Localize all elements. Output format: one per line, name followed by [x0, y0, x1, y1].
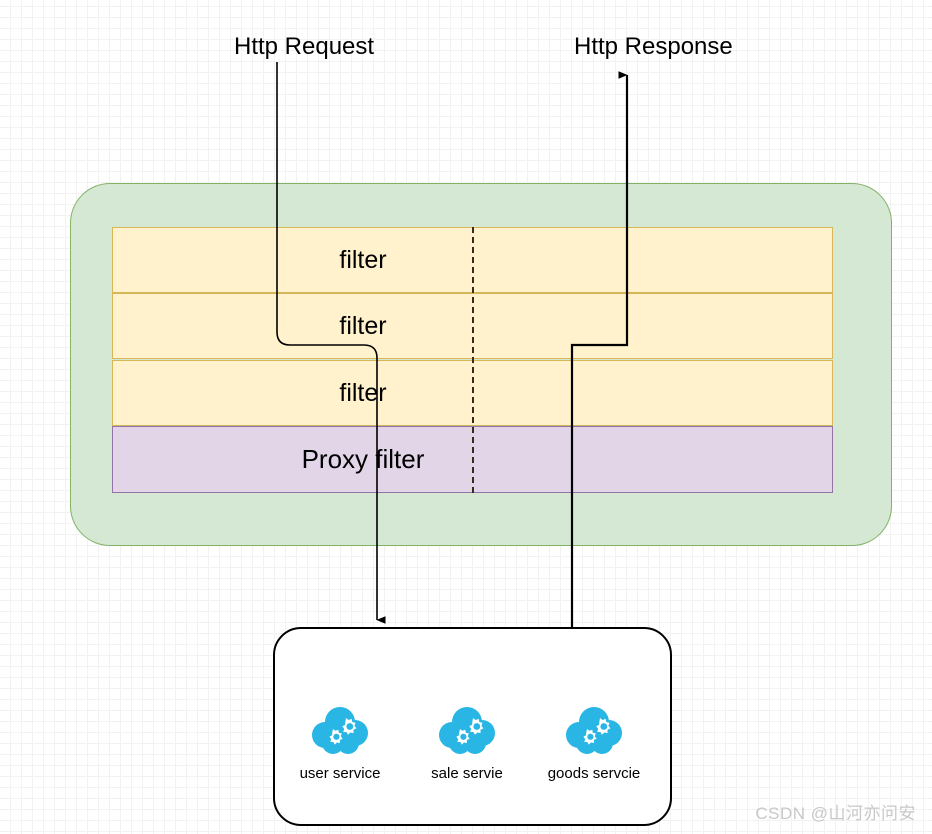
service-sale-label: sale servie: [431, 765, 503, 782]
service-user-label: user service: [299, 765, 381, 782]
cloud-gear-icon: [312, 707, 368, 754]
csdn-watermark: CSDN @山河亦问安: [755, 804, 916, 823]
services-box: user service sale servie: [273, 627, 672, 826]
service-goods[interactable]: goods servcie: [524, 705, 664, 782]
service-user[interactable]: user service: [270, 705, 410, 782]
http-request-label: Http Request: [234, 33, 375, 60]
http-response-label: Http Response: [574, 33, 733, 60]
http-response-arrow: [570, 71, 629, 627]
service-goods-label: goods servcie: [547, 765, 641, 782]
cloud-gear-icon: [439, 707, 495, 754]
service-sale[interactable]: sale servie: [397, 705, 537, 782]
dashed-divider: [472, 227, 474, 493]
cloud-gear-icon: [566, 707, 622, 754]
http-request-arrow: [276, 62, 386, 624]
